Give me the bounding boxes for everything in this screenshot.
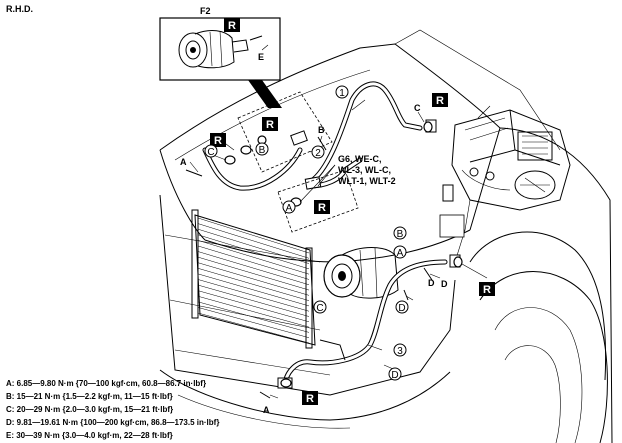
ac-compressor xyxy=(323,247,399,299)
condenser-fin xyxy=(197,301,310,333)
circled-label-a: A xyxy=(282,200,296,214)
torque-spec-e: E: 30—39 N·m {3.0—4.0 kgf·m, 22—28 ft·lb… xyxy=(6,431,173,440)
detail-box-lower xyxy=(277,169,359,233)
circled-part-1: 1 xyxy=(335,85,349,99)
inset-pointer xyxy=(248,80,282,108)
replace-marker: R xyxy=(302,391,318,405)
svg-text:B: B xyxy=(259,145,266,156)
label-d: D xyxy=(441,279,448,289)
replace-marker: R xyxy=(314,200,330,214)
condenser-fin xyxy=(197,284,310,317)
circled-label-c: C xyxy=(204,144,218,158)
svg-text:C: C xyxy=(316,303,323,314)
svg-text:3: 3 xyxy=(397,346,403,357)
circled-label-b: B xyxy=(255,142,269,156)
svg-text:A: A xyxy=(397,248,404,259)
circled-part-3: 3 xyxy=(393,343,407,357)
replace-marker: R xyxy=(224,18,240,32)
label-a: A xyxy=(180,157,187,167)
condenser-fin xyxy=(197,251,310,286)
svg-text:R: R xyxy=(214,135,222,147)
model-line: G6, WE-C, xyxy=(338,154,382,164)
svg-text:R: R xyxy=(436,95,444,107)
torque-spec-b: B: 15—21 N·m {1.5—2.2 kgf·m, 11—15 ft·lb… xyxy=(6,392,173,401)
svg-text:1: 1 xyxy=(339,88,345,99)
label-e: E xyxy=(258,52,264,62)
drive-side-label: R.H.D. xyxy=(6,4,33,14)
label-c: C xyxy=(414,103,421,113)
svg-text:2: 2 xyxy=(315,148,321,159)
replace-marker-list: R R R R R R R xyxy=(210,18,495,405)
torque-spec-c: C: 20—29 N·m {2.0—3.0 kgf·m, 15—21 ft·lb… xyxy=(6,405,174,414)
svg-text:R: R xyxy=(318,202,326,214)
circled-label-a: A xyxy=(393,245,407,259)
condenser-fin xyxy=(197,245,310,280)
label-a: A xyxy=(263,405,270,415)
label-d: D xyxy=(428,278,435,288)
svg-text:C: C xyxy=(207,147,214,158)
inset-title: F2 xyxy=(200,6,211,16)
detail-box-upper xyxy=(237,91,333,173)
condenser-fin xyxy=(197,268,310,301)
condenser-fin xyxy=(197,312,310,344)
refrigerant-lines xyxy=(185,81,471,399)
svg-text:D: D xyxy=(391,370,398,381)
label-b: B xyxy=(318,125,325,135)
circled-label-c: C xyxy=(313,300,327,314)
svg-text:A: A xyxy=(286,203,293,214)
model-applicability-note: G6, WE-C, WL-3, WL-C, WLT-1, WLT-2 xyxy=(338,154,396,187)
replace-marker: R xyxy=(262,117,278,131)
svg-text:R: R xyxy=(228,20,236,32)
condenser-fin xyxy=(197,217,310,254)
circled-part-2: 2 xyxy=(311,145,325,159)
condenser-fin xyxy=(197,223,310,259)
model-line: WL-3, WL-C, xyxy=(338,165,391,175)
replace-marker: R xyxy=(432,93,448,107)
circled-label-b: B xyxy=(393,226,407,240)
torque-spec-d: D: 9.81—19.61 N·m {100—200 kgf·cm, 86.8—… xyxy=(6,418,220,427)
svg-text:R: R xyxy=(306,393,314,405)
circled-label-d: D xyxy=(388,367,402,381)
condenser xyxy=(191,209,316,349)
replace-marker: R xyxy=(479,282,495,296)
inset-f2 xyxy=(159,17,282,108)
torque-spec-a: A: 6.85—9.80 N·m {70—100 kgf·cm, 60.8—86… xyxy=(6,379,207,388)
condenser-fin xyxy=(197,240,310,275)
circled-label-d: D xyxy=(395,300,409,314)
condenser-fin xyxy=(197,256,310,291)
condenser-fin xyxy=(197,290,310,323)
svg-text:B: B xyxy=(397,229,404,240)
condenser-fin xyxy=(197,228,310,264)
condenser-fin xyxy=(197,262,310,296)
evaporator-unit xyxy=(451,109,571,211)
svg-text:D: D xyxy=(398,303,405,314)
svg-text:R: R xyxy=(266,119,274,131)
part-labels: F2 E A A B C D D C B A B A C D D 1 2 3 xyxy=(180,6,448,415)
svg-text:R: R xyxy=(483,284,491,296)
replace-marker: R xyxy=(210,133,226,147)
condenser-fin xyxy=(197,279,310,312)
model-line: WLT-1, WLT-2 xyxy=(338,176,396,186)
condenser-fin xyxy=(197,307,310,338)
condenser-fin xyxy=(197,273,310,307)
condenser-fin xyxy=(197,234,310,270)
condenser-fin xyxy=(197,295,310,328)
